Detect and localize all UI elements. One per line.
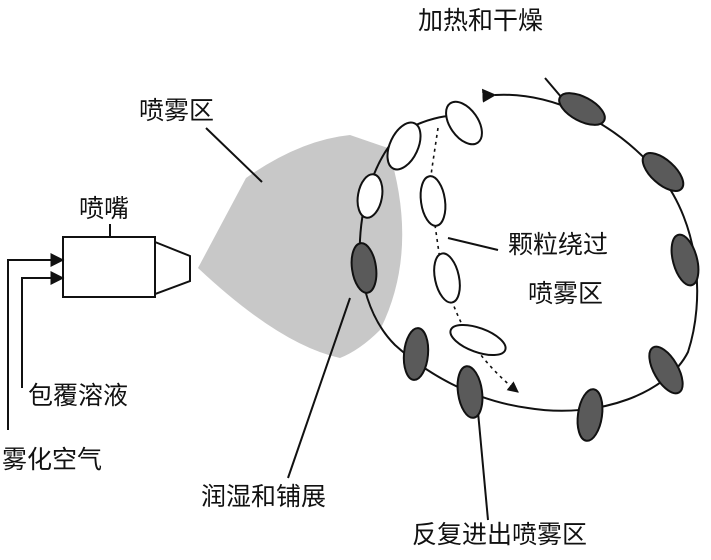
spray-zone-shape <box>198 135 403 358</box>
particle-dry <box>386 121 422 171</box>
label-spray-zone: 喷雾区 <box>139 96 215 125</box>
label-atomizing-air: 雾化空气 <box>2 445 103 474</box>
label-heating-drying: 加热和干燥 <box>418 6 544 35</box>
leader-heating <box>544 77 563 99</box>
label-wetting-spreading: 润湿和铺展 <box>201 482 327 511</box>
particle-dry <box>433 252 461 304</box>
particle-wet <box>350 242 378 294</box>
particle-wet <box>670 233 700 287</box>
leader-spray-zone <box>205 127 263 183</box>
particle-dry <box>449 323 507 357</box>
nozzle-body <box>62 236 156 298</box>
leader-repeated <box>477 411 489 521</box>
label-bypass-line1: 颗粒绕过 <box>508 230 609 259</box>
particle-wet <box>641 152 685 192</box>
leader-bypass <box>447 237 499 251</box>
atomizing-air-line <box>7 253 65 430</box>
leader-wetting <box>287 297 351 479</box>
particle-dry <box>419 175 447 227</box>
particle-dry <box>356 173 384 219</box>
particle-dry <box>445 100 483 146</box>
nozzle-tip <box>154 240 191 296</box>
label-nozzle: 喷嘴 <box>79 194 130 223</box>
label-coating-solution: 包覆溶液 <box>28 381 129 410</box>
particle-wet <box>558 92 606 126</box>
particle-wet <box>648 345 684 395</box>
particle-wet <box>456 365 484 419</box>
label-bypass-line2: 喷雾区 <box>528 279 604 308</box>
label-repeated-entry: 反复进出喷雾区 <box>412 520 588 549</box>
particle-wet <box>402 327 430 381</box>
particle-wet <box>576 388 604 442</box>
coating-solution-line <box>21 271 65 388</box>
